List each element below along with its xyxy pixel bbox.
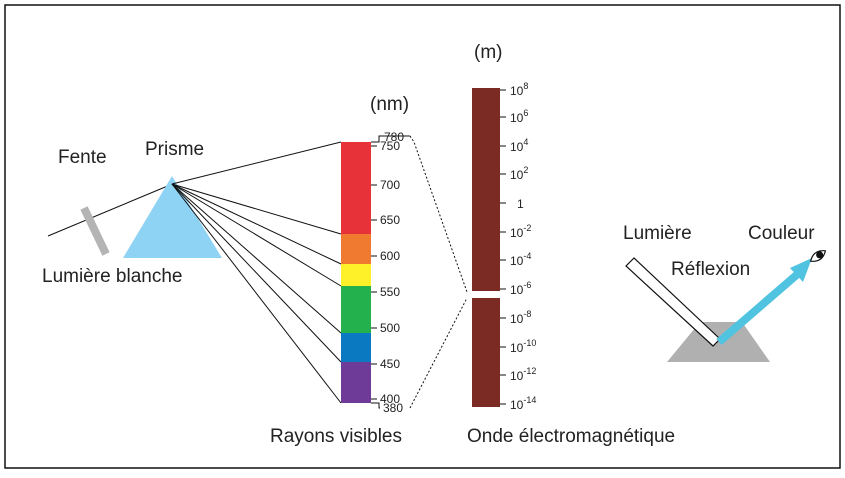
ray-red-orange (171, 183, 342, 235)
em-label: 10-10 (510, 338, 536, 355)
em-label: 1 (517, 197, 524, 211)
eye-icon (809, 250, 827, 262)
incident-light-ray (625, 257, 721, 347)
band-orange (341, 234, 371, 264)
visible-spectrum-bar (341, 142, 371, 403)
band-blue (341, 333, 371, 362)
em-bar-lower (472, 298, 500, 407)
visible-ticks (371, 145, 377, 400)
tick-label-550: 550 (380, 285, 400, 299)
band-yellow (341, 264, 371, 286)
reflected-color-ray (716, 268, 803, 346)
em-label: 102 (510, 165, 528, 182)
ray-blue-violet (171, 183, 342, 363)
label-780: 780 (384, 130, 404, 144)
label-lumiere: Lumière (623, 223, 692, 244)
em-label: 108 (510, 81, 528, 98)
ray-green-blue (171, 183, 342, 334)
slit (80, 206, 110, 256)
label-lumiere-blanche: Lumière blanche (42, 266, 182, 287)
border (4, 4, 841, 469)
bracket-780 (371, 135, 410, 143)
em-label: 10-6 (510, 280, 531, 297)
band-violet (341, 362, 371, 403)
em-label: 104 (510, 137, 528, 154)
label-rayons-visibles: Rayons visibles (270, 426, 402, 447)
tick-label-650: 650 (380, 213, 400, 227)
label-couleur: Couleur (748, 223, 815, 244)
ray-yellow-green (171, 183, 342, 287)
ray-orange-yellow (171, 183, 342, 265)
label-fente: Fente (58, 147, 107, 168)
connector-bottom (409, 297, 468, 409)
em-label: 106 (510, 108, 528, 125)
tick-label-500: 500 (380, 321, 400, 335)
label-reflexion: Réflexion (671, 259, 750, 280)
label-nm-unit: (nm) (370, 94, 409, 115)
bracket-380 (371, 402, 380, 409)
band-green (341, 286, 371, 333)
em-bar-upper (472, 88, 500, 291)
label-380: 380 (383, 401, 403, 415)
em-tick-labels: 108 106 104 102 1 10-2 10-4 10-6 10-8 10… (510, 81, 536, 412)
em-label: 10-12 (510, 366, 536, 383)
ray-380 (171, 183, 342, 404)
dispersed-rays (171, 141, 342, 404)
visible-tick-labels: 750 700 650 600 550 500 450 400 (380, 139, 400, 406)
label-prisme: Prisme (145, 139, 204, 160)
tick-label-750: 750 (380, 139, 400, 153)
reflected-ray-arrowhead (790, 258, 812, 282)
band-red (341, 142, 371, 234)
reflective-surface (667, 322, 770, 362)
em-label: 10-8 (510, 309, 531, 326)
em-label: 10-2 (510, 223, 531, 240)
incoming-ray (47, 184, 171, 237)
label-onde-electromagnetique: Onde électromagnétique (467, 426, 675, 447)
connector-top (409, 135, 468, 293)
tick-label-600: 600 (380, 249, 400, 263)
tick-label-450: 450 (380, 357, 400, 371)
prism (123, 176, 222, 258)
em-label: 10-4 (510, 251, 531, 268)
label-m-unit: (m) (474, 42, 502, 63)
em-ticks (500, 89, 506, 405)
ray-780 (171, 141, 342, 185)
tick-label-400: 400 (380, 392, 400, 406)
tick-label-700: 700 (380, 178, 400, 192)
em-label: 10-14 (510, 395, 536, 412)
